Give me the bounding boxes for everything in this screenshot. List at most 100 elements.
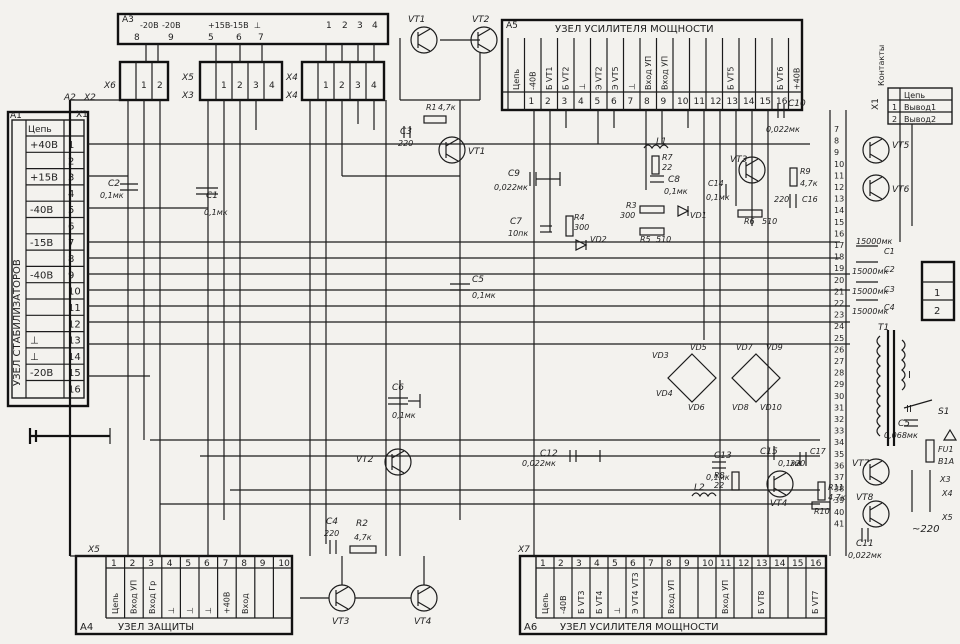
t1-winding-1: I bbox=[908, 370, 911, 381]
a4-col-label: ⊥ bbox=[204, 607, 213, 614]
right-pin-number: 16 bbox=[834, 229, 844, 238]
block-a3: A3 -20В -20В +15В -15В ⊥ 1 2 3 4 8 9 5 6… bbox=[116, 12, 390, 62]
vt2-top-label: VT2 bbox=[472, 15, 490, 25]
a5-col-pin: 13 bbox=[727, 97, 738, 107]
a5-col-label: +40В bbox=[793, 68, 802, 90]
capacitor-c8: C8 0,1мк bbox=[650, 175, 688, 196]
x4-connector bbox=[300, 60, 386, 102]
r2-ref: R2 bbox=[356, 519, 368, 529]
x5-pin-3: 3 bbox=[253, 81, 259, 91]
a5-col-label: Б VT2 bbox=[562, 67, 571, 90]
x1-title: Контакты bbox=[877, 45, 886, 86]
a1-row-pin: 4 bbox=[68, 189, 74, 200]
transistor-vt2-mid: VT2 bbox=[356, 448, 412, 476]
right-pin-number: 8 bbox=[834, 137, 839, 146]
a6-col-label: Цепь bbox=[541, 593, 550, 614]
a4-col-pin: 1 bbox=[111, 559, 117, 569]
diode-vd2: VD2 bbox=[575, 235, 607, 251]
vt1-top-label: VT1 bbox=[408, 15, 425, 25]
a5-col-label: -40В bbox=[529, 71, 538, 90]
x5-sub: X3 bbox=[181, 91, 194, 101]
a3-label-4: -15В bbox=[230, 21, 249, 30]
cap-bank-3: 15000мк bbox=[852, 287, 888, 296]
c15-ref: C15 bbox=[760, 447, 778, 457]
c6-value: 0,1мк bbox=[392, 411, 416, 420]
cap-bank-ref-1: C1 bbox=[884, 247, 895, 256]
resistor-r3: R3 300 bbox=[620, 201, 665, 220]
a6-col-pin: 1 bbox=[540, 559, 546, 569]
capacitor-c4: C4 220 bbox=[324, 517, 339, 554]
right-pin-number: 39 bbox=[834, 496, 844, 505]
resistor-r11: R11 4,7к bbox=[817, 481, 846, 502]
a4-frame bbox=[74, 554, 294, 636]
right-pin-number: 37 bbox=[834, 473, 844, 482]
x5-connector bbox=[198, 60, 284, 102]
vt8-label: VT8 bbox=[856, 493, 874, 503]
resistor-r2: R2 4,7к bbox=[349, 519, 377, 554]
right-pin-number: 38 bbox=[834, 485, 844, 494]
right-pin-number: 19 bbox=[834, 264, 844, 273]
a3-label-3: +15В bbox=[208, 21, 230, 30]
right-pin-number: 12 bbox=[834, 183, 844, 192]
a6-col-label: Э VT4 VT3 bbox=[631, 572, 640, 614]
vd1-label: VD1 bbox=[690, 211, 707, 220]
c16-ref: C16 bbox=[802, 195, 818, 204]
r3-ref: R3 bbox=[626, 201, 637, 210]
x4-pin-2: 2 bbox=[339, 81, 345, 91]
c4-ref: C4 bbox=[326, 517, 338, 527]
a6-col-label: Б VT8 bbox=[757, 591, 766, 614]
r6-value: 510 bbox=[762, 217, 777, 226]
inductor-l1 bbox=[643, 144, 669, 150]
a6-col-pin: 10 bbox=[702, 559, 714, 569]
capacitor-c3: C3 220 bbox=[398, 126, 413, 148]
vt2-mid-label: VT2 bbox=[356, 455, 374, 465]
resistor-r9: R9 4,7к bbox=[789, 167, 818, 188]
right-pin-number: 26 bbox=[834, 345, 844, 354]
a1-row-pin: 12 bbox=[68, 319, 81, 330]
r8-ref: R8 bbox=[714, 471, 725, 480]
a4-title: УЗЕЛ ЗАЩИТЫ bbox=[118, 622, 194, 633]
resistor-r4: R4 300 bbox=[565, 213, 589, 237]
vd7-label: VD7 bbox=[736, 343, 754, 352]
resistor-r5: R5 510 bbox=[639, 227, 671, 244]
a5-col-pin: 16 bbox=[776, 97, 788, 107]
right-connector-pin-1: 1 bbox=[934, 288, 940, 299]
right-pin-number: 27 bbox=[834, 357, 844, 366]
vd5-label: VD5 bbox=[690, 343, 707, 352]
a5-col-pin: 6 bbox=[611, 97, 617, 107]
a4-col-pin: 2 bbox=[130, 559, 136, 569]
a1-row-pin: 5 bbox=[68, 205, 74, 216]
c4-value: 220 bbox=[324, 529, 339, 538]
a1-row-label: ⊥ bbox=[30, 336, 39, 347]
c11-value: 0,022мк bbox=[848, 551, 882, 560]
a6-col-pin: 15 bbox=[792, 559, 803, 569]
resistors: R1 4,7к R2 4,7к R3 300 R4 300 R5 510 R6 … bbox=[349, 103, 846, 554]
diode-bridge-left: VD3 VD4 VD5 VD6 bbox=[652, 343, 717, 412]
c13-ref: C13 bbox=[714, 451, 732, 461]
a2-ref: A2 bbox=[63, 93, 76, 103]
diode-bridge-right: VD7 VD8 VD9 VD10 bbox=[731, 343, 783, 412]
x6-name: X6 bbox=[103, 81, 116, 91]
fu1-ref: FU1 bbox=[938, 445, 954, 454]
a5-col-label: Цепь bbox=[512, 69, 521, 90]
r11-value: 4,7к bbox=[828, 493, 846, 502]
right-pin-number: 13 bbox=[834, 195, 844, 204]
transistor-vt7: VT7 bbox=[852, 458, 890, 486]
a3-label-7: 2 bbox=[342, 21, 348, 31]
out-x3: X3 bbox=[939, 475, 951, 484]
a1-row-pin: 13 bbox=[68, 336, 81, 347]
vt4-bottom-label: VT4 bbox=[414, 617, 432, 627]
a4-col-pin: 3 bbox=[148, 559, 154, 569]
transistor-vt1-top: VT1 bbox=[408, 15, 438, 54]
right-connector-pin-2: 2 bbox=[934, 306, 940, 317]
right-pin-number: 35 bbox=[834, 450, 844, 459]
a3-pin-7: 7 bbox=[258, 33, 264, 43]
c5-value: 0,1мк bbox=[472, 291, 496, 300]
a1-row-pin: 7 bbox=[68, 238, 74, 249]
a1-row-pin: 2 bbox=[68, 156, 74, 167]
a1-row-pin: 9 bbox=[68, 270, 74, 281]
right-pin-number: 10 bbox=[834, 160, 844, 169]
capacitor-c14: C14 0,1мк bbox=[706, 179, 730, 202]
